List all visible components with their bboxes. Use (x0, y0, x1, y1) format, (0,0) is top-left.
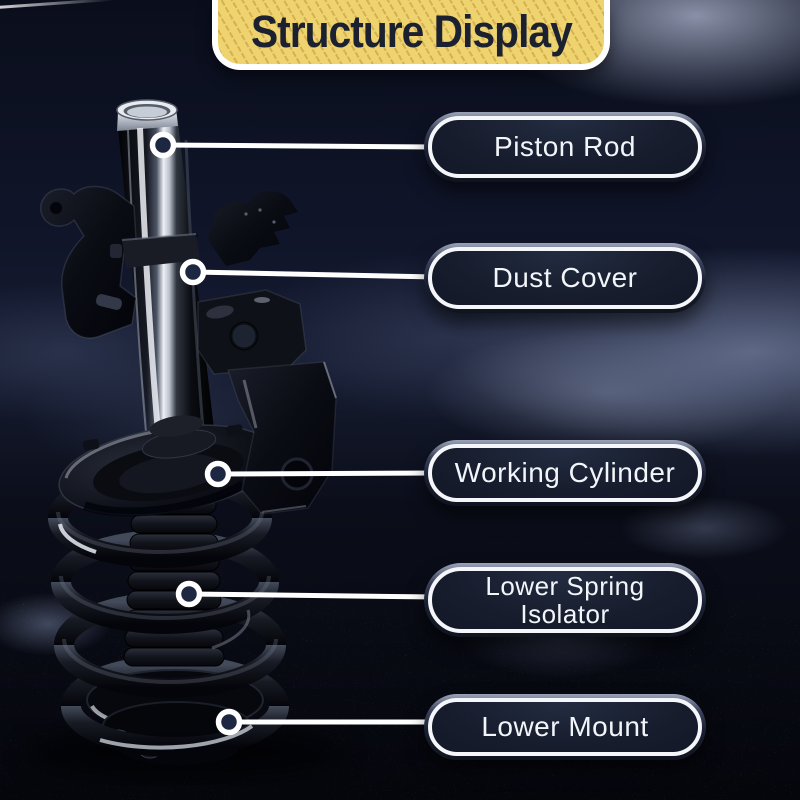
label-pill-lower-spring-isolator: Lower Spring Isolator (424, 563, 706, 637)
label-text-piston-rod: Piston Rod (428, 116, 702, 178)
connector-lower-mount (215, 708, 439, 736)
label-text-lower-mount: Lower Mount (428, 698, 702, 756)
label-pill-working-cylinder: Working Cylinder (424, 440, 706, 506)
upper-spring-seat (58, 415, 278, 517)
connector-dot-lower-mount (215, 708, 243, 736)
label-text-lower-spring-isolator: Lower Spring Isolator (428, 567, 702, 633)
connector-piston-rod (149, 131, 439, 159)
label-text-dust-cover: Dust Cover (428, 247, 702, 309)
connector-dot-lower-spring-isolator (175, 580, 203, 608)
piston-tube (116, 99, 216, 450)
label-text-working-cylinder: Working Cylinder (428, 444, 702, 502)
page-title: Structure Display (250, 6, 573, 57)
connector-dust-cover (179, 258, 439, 286)
label-pill-lower-mount: Lower Mount (424, 694, 706, 760)
coil-spring-front (48, 511, 289, 757)
connector-dot-working-cylinder (204, 460, 232, 488)
connector-dot-piston-rod (149, 131, 177, 159)
connector-working-cylinder (204, 460, 439, 488)
connector-lower-spring-isolator (175, 580, 439, 608)
label-pill-piston-rod: Piston Rod (424, 112, 706, 182)
connector-dot-dust-cover (179, 258, 207, 286)
title-banner: Structure Display (212, 0, 610, 70)
mounting-brackets (39, 185, 307, 375)
label-pill-dust-cover: Dust Cover (424, 243, 706, 313)
